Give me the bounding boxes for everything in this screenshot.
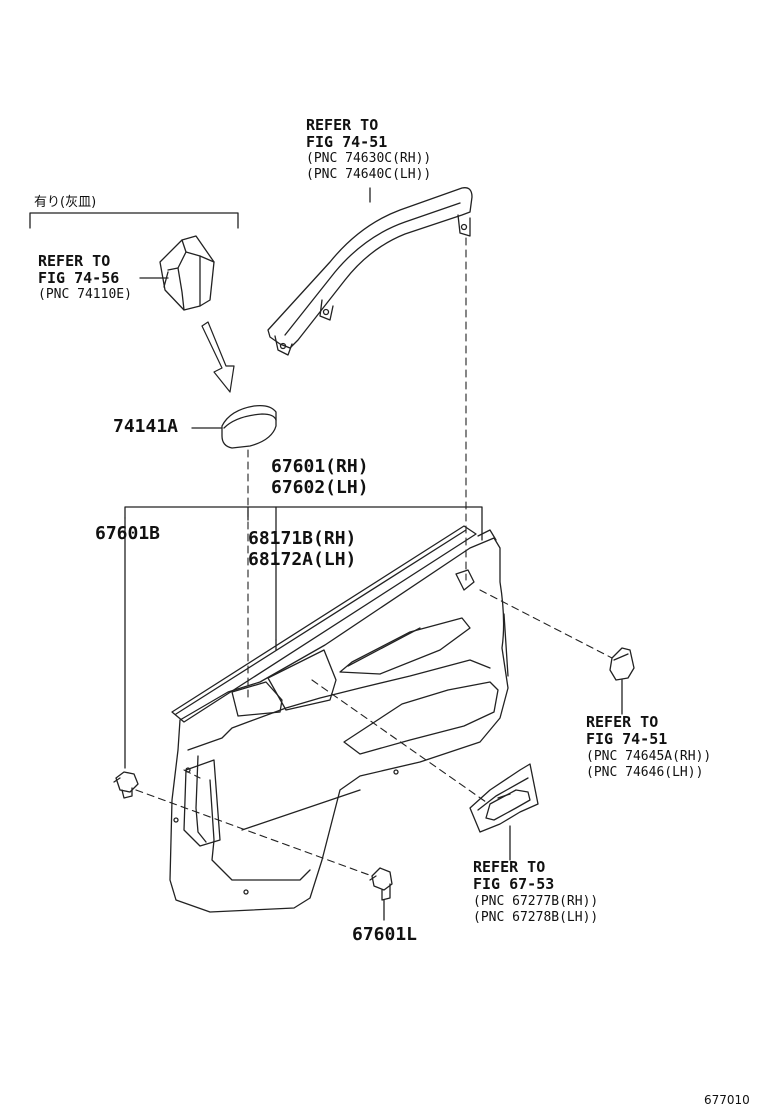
part-67601B: 67601B <box>95 523 161 544</box>
callout-ashtray-line3: (PNC 74110E) <box>38 287 132 302</box>
callout-grip-line1: REFER TO <box>306 116 379 134</box>
callout-cover-line1: REFER TO <box>586 713 659 731</box>
part-67602-lh: 67602(LH) <box>271 477 369 498</box>
callout-bezel-line2: FIG 67-53 <box>473 875 555 893</box>
diagram-code: 677010 <box>704 1093 750 1107</box>
callout-bezel-line3: (PNC 67277B(RH)) <box>473 894 599 909</box>
assist-grip-drawing <box>267 187 473 356</box>
callout-cover-line2: FIG 74-51 <box>586 730 668 748</box>
assembly-dash-lines <box>135 237 613 877</box>
note-bracket <box>29 212 239 229</box>
callout-grip-line2: FIG 74-51 <box>306 133 388 151</box>
callout-cover-line3: (PNC 74645A(RH)) <box>586 749 712 764</box>
handle-bezel-drawing <box>469 763 539 833</box>
part-67601-rh: 67601(RH) <box>271 456 369 477</box>
clip-67601B-drawing <box>113 771 139 799</box>
callout-grip-line3: (PNC 74630C(RH)) <box>306 151 432 166</box>
door-trim-drawing <box>169 525 509 913</box>
callout-bezel-line1: REFER TO <box>473 858 546 876</box>
part-68171B: 68171B(RH) <box>248 528 357 549</box>
ashtray-drawing <box>159 235 215 311</box>
note-label: 有り(灰皿) <box>34 195 97 210</box>
callout-ashtray-line2: FIG 74-56 <box>38 269 120 287</box>
callout-bezel-line4: (PNC 67278B(LH)) <box>473 910 599 925</box>
cover-drawing <box>609 647 635 681</box>
bracket-main <box>124 506 483 541</box>
part-68172A: 68172A(LH) <box>248 549 357 570</box>
part-74141A: 74141A <box>113 416 179 437</box>
direction-arrow <box>201 321 235 393</box>
clip-67601L-drawing <box>369 867 393 901</box>
callout-cover-line4: (PNC 74646(LH)) <box>586 765 704 780</box>
callout-grip-line4: (PNC 74640C(LH)) <box>306 167 432 182</box>
lid-74141A-drawing <box>221 404 277 449</box>
part-67601L: 67601L <box>352 924 418 945</box>
callout-ashtray-line1: REFER TO <box>38 252 111 270</box>
